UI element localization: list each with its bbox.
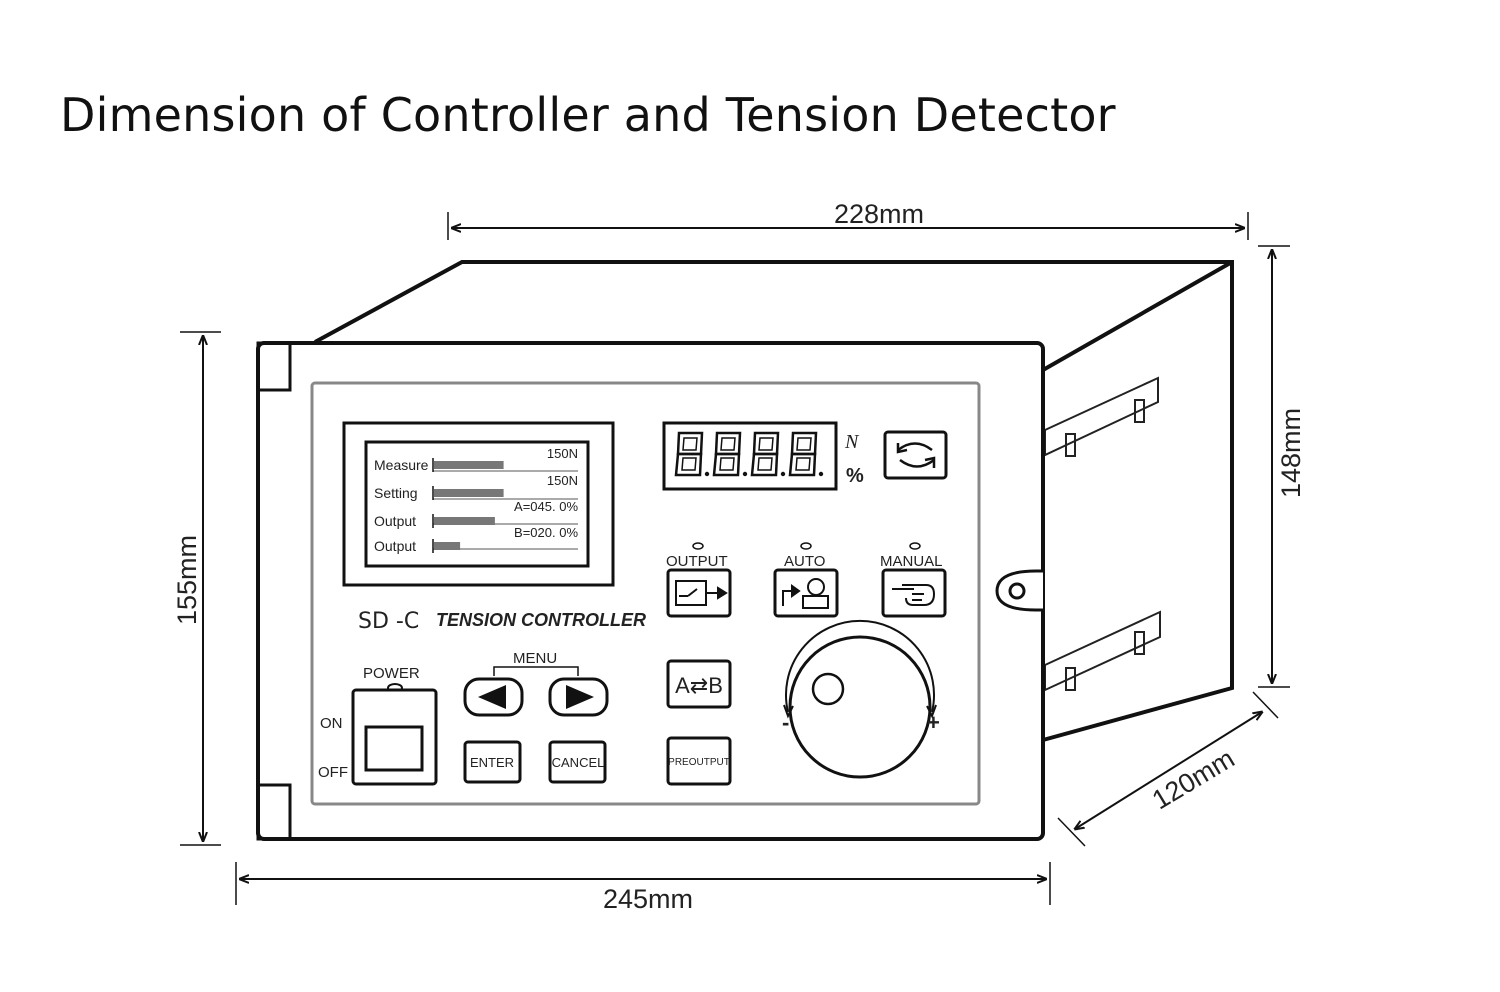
manual-button[interactable] <box>881 568 947 618</box>
power-switch[interactable] <box>351 688 438 786</box>
lcd-row-value: 150N <box>547 473 578 488</box>
manual-label: MANUAL <box>880 553 943 570</box>
dim-height-side-label: 148mm <box>1276 408 1306 498</box>
hinge-bottom <box>256 783 292 841</box>
lcd-row-label: Setting <box>374 485 418 501</box>
lcd-row-value: A=045. 0% <box>514 499 578 514</box>
seven-segment-digit <box>674 431 704 477</box>
model-code: SD -C <box>358 609 419 634</box>
model-name: TENSION CONTROLLER <box>436 610 646 630</box>
seven-segment-digit <box>788 431 818 477</box>
digital-display <box>662 421 838 491</box>
seven-segment-digit <box>712 431 742 477</box>
output-label: OUTPUT <box>666 553 728 570</box>
cycle-arrows-icon <box>896 442 936 468</box>
mounting-bracket-upper <box>1044 376 1159 457</box>
preoutput-button[interactable]: PREOUTPUT <box>666 736 732 786</box>
on-label: ON <box>320 715 343 732</box>
enter-label: ENTER <box>470 755 514 770</box>
decimal-point <box>742 471 748 477</box>
lcd-level-bar <box>434 489 504 497</box>
lcd-row-label: Output <box>374 538 416 554</box>
dim-height-front-label: 155mm <box>172 535 202 625</box>
knob-rotation-arc <box>785 619 935 713</box>
output-button[interactable] <box>666 568 732 618</box>
dim-depth-top-label: 228mm <box>834 199 924 229</box>
dim-width-bottom: 245mm <box>235 862 1051 914</box>
page-title: Dimension of Controller and Tension Dete… <box>60 88 1116 142</box>
lcd-row-value: 150N <box>547 446 578 461</box>
menu-label: MENU <box>513 650 557 667</box>
decimal-point <box>818 471 824 477</box>
lcd-row-value: B=020. 0% <box>514 525 578 540</box>
dim-width-bottom-label: 245mm <box>603 884 693 914</box>
manual-led <box>909 542 921 550</box>
pointing-hand-icon <box>892 584 936 606</box>
decimal-point <box>780 471 786 477</box>
lcd-level-bar <box>434 461 504 469</box>
auto-button[interactable] <box>773 568 839 618</box>
power-label: POWER <box>363 665 420 682</box>
auto-led <box>800 542 812 550</box>
cancel-button[interactable]: CANCEL <box>548 740 607 784</box>
decimal-point <box>704 471 710 477</box>
switch-output-icon <box>675 580 728 606</box>
display-toggle-button[interactable] <box>883 430 948 480</box>
lcd-row-label: Output <box>374 513 416 529</box>
ab-switch-label: A⇄B <box>675 673 723 698</box>
menu-right-button[interactable] <box>548 677 609 717</box>
off-label: OFF <box>318 764 348 781</box>
dim-depth-top: 228mm <box>447 199 1249 240</box>
housing-outline <box>314 260 1234 742</box>
hinge-top <box>256 341 292 392</box>
latch <box>995 569 1043 612</box>
right-arrow-icon <box>566 685 594 709</box>
knob-minus-label: - <box>782 710 789 735</box>
seven-segment-digit <box>750 431 780 477</box>
unit-n: N <box>844 431 860 453</box>
dim-height-front: 155mm <box>172 331 221 846</box>
unit-percent: % <box>846 465 864 487</box>
auto-label: AUTO <box>784 553 825 570</box>
lcd-level-bar <box>434 542 461 550</box>
auto-mode-icon <box>782 578 829 609</box>
menu-left-button[interactable] <box>463 677 524 717</box>
dim-height-side: 148mm <box>1258 245 1306 688</box>
lcd-level-bar <box>434 517 495 525</box>
mounting-bracket-lower <box>1044 610 1161 692</box>
left-arrow-icon <box>478 685 506 709</box>
dim-side-depth: 120mm <box>1057 691 1279 847</box>
lcd-screen: Measure 150N Setting 150N Output A=045. 0% Out… <box>342 421 615 587</box>
lcd-row-label: Measure <box>374 457 429 473</box>
output-led <box>692 542 704 550</box>
menu-bracket <box>493 666 579 676</box>
preoutput-label: PREOUTPUT <box>668 757 730 768</box>
knob-plus-label: + <box>927 710 940 735</box>
ab-switch-button[interactable]: A⇄B <box>666 659 732 709</box>
adjust-knob[interactable] <box>783 619 937 779</box>
enter-button[interactable]: ENTER <box>463 740 522 784</box>
cancel-label: CANCEL <box>552 755 605 770</box>
